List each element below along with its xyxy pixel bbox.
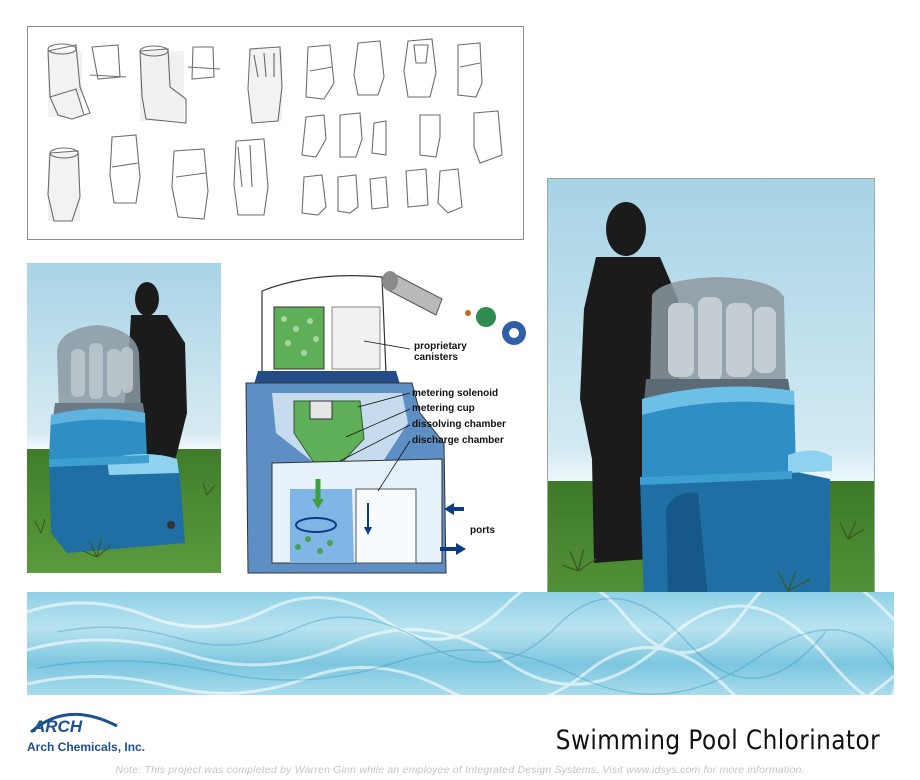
product-title: Swimming Pool Chlorinator [555,725,880,756]
cutaway-diagram: proprietary canisters metering solenoid … [232,263,537,578]
footer-note: Note: This project was completed by Warr… [115,764,805,776]
chlorinator-render-large [561,202,865,616]
label-discharge-chamber: discharge chamber [412,435,504,446]
pool-water-banner [27,592,894,695]
concept-sketches-panel [27,26,524,240]
label-canisters-line1: proprietary [414,341,467,352]
product-render-large [547,178,875,631]
canister-exploded [382,271,526,345]
label-metering-cup: metering cup [412,403,475,414]
label-ports: ports [470,525,495,536]
chlorinator-render-small [34,282,216,558]
product-render-small [27,263,221,573]
company-name: Arch Chemicals, Inc. [27,740,146,754]
arch-logo: ARCH [27,706,121,736]
label-canisters-line2: canisters [414,352,458,363]
concept-sketches [47,38,503,222]
label-dissolving-chamber: dissolving chamber [412,419,506,430]
label-metering-solenoid: metering solenoid [412,388,498,399]
logo-text: ARCH [32,717,83,736]
